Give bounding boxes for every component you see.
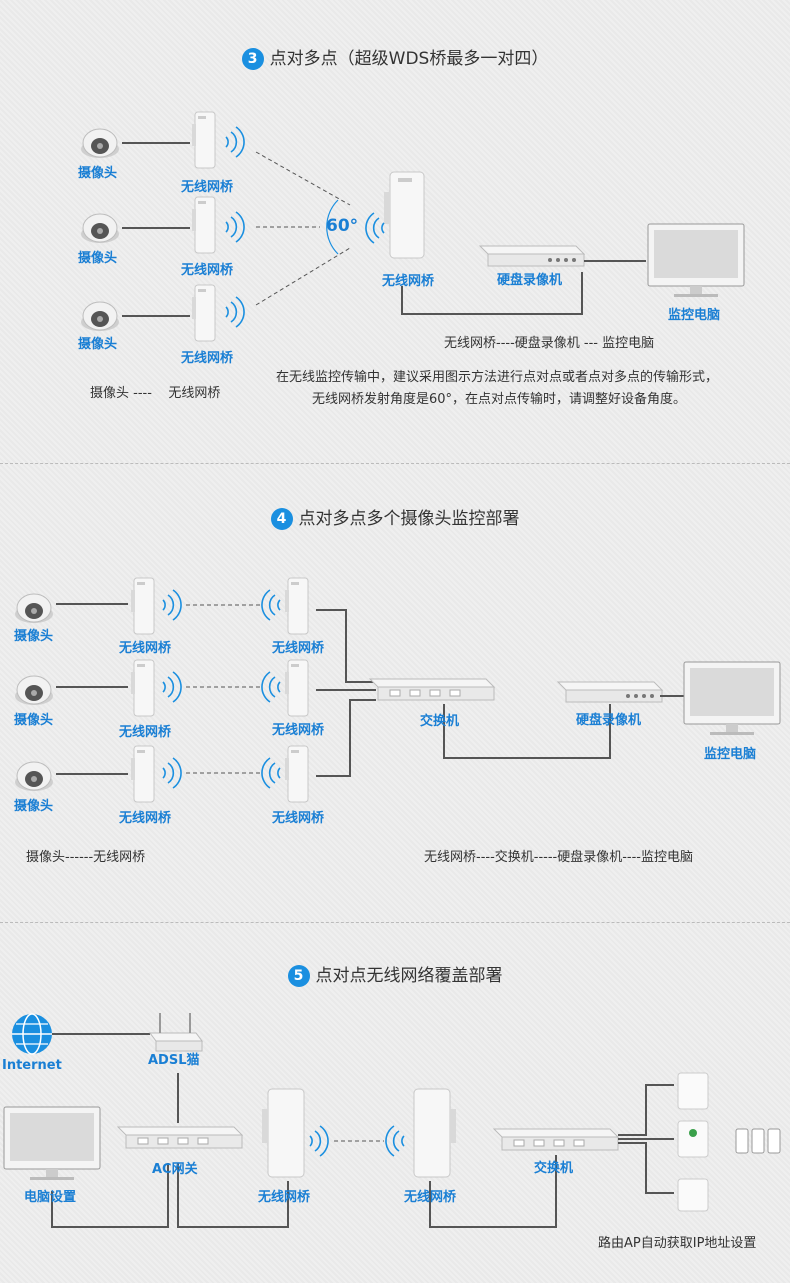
bridge-label: 无线网桥 [404,1190,457,1205]
signal-icon [162,589,182,621]
wireless-bridge-icon [191,196,216,254]
camera-icon [80,128,120,159]
note-line-2: 无线网桥发射角度是60°，在点对点传输时，请调整好设备角度。 [312,392,687,407]
camera-label: 摄像头 [78,337,118,352]
nvr-icon [479,245,585,267]
signal-icon [261,757,281,789]
signal-icon [309,1125,329,1157]
wireless-bridge-icon [284,577,309,635]
signal-icon [225,296,245,328]
signal-icon [225,126,245,158]
bridge-label: 无线网桥 [272,723,325,738]
nvr-label: 硬盘录像机 [576,713,642,728]
bridge-label: 无线网桥 [181,180,234,195]
chain-caption-left: 摄像头------无线网桥 [26,850,146,865]
internet-globe-icon [12,1013,52,1055]
wireless-bridge-icon [262,1088,305,1178]
pc-label: 电脑设置 [24,1190,77,1205]
step-number-badge: 3 [241,48,264,70]
wireless-bridge-icon [130,745,155,803]
camera-icon [80,301,120,332]
bridge-label: 无线网桥 [119,811,172,826]
step-number-badge: 4 [270,508,293,530]
camera-label: 摄像头 [14,629,54,644]
section-divider [0,922,790,923]
ap-note: 路由AP自动获取IP地址设置 [598,1236,757,1251]
gateway-label: AC网关 [152,1162,198,1177]
monitor-label: 监控电脑 [668,308,721,323]
camera-label: 摄像头 [14,713,54,728]
signal-icon [225,211,245,243]
signal-icon [365,212,385,244]
note-line-1: 在无线监控传输中，建议采用图示方法进行点对点或者点对多点的传输形式， [276,370,719,385]
center-bridge-icon [384,171,425,259]
camera-icon [14,761,54,792]
section3-diagram [80,111,745,342]
wireless-bridge-icon [130,659,155,717]
internet-label: Internet [2,1058,62,1073]
wireless-bridge-icon [284,745,309,803]
chain-caption-right: 无线网桥----交换机-----硬盘录像机----监控电脑 [424,850,693,865]
bridge-label: 无线网桥 [272,811,325,826]
camera-icon [80,213,120,244]
adsl-modem-icon [149,1013,203,1052]
nvr-label: 硬盘录像机 [497,273,563,288]
switch-label: 交换机 [420,714,460,729]
bridge-label: 无线网桥 [119,641,172,656]
bridge-label: 无线网桥 [181,263,234,278]
ac-gateway-icon [117,1126,243,1149]
bridge-label: 无线网桥 [119,725,172,740]
chain-caption-right: 无线网桥----硬盘录像机 --- 监控电脑 [444,336,655,351]
signal-icon [162,671,182,703]
signal-icon [261,589,281,621]
bridge-label: 无线网桥 [258,1190,311,1205]
wireless-bridge-icon [191,111,216,169]
camera-label: 摄像头 [78,166,118,181]
chain-caption-left: 摄像头 ---- 无线网桥 [90,386,221,401]
ap-device-icon [677,1072,709,1110]
ap-device-icon [677,1120,709,1158]
step-number-badge: 5 [287,965,310,987]
ap-device-icon [677,1178,709,1212]
switch-label: 交换机 [534,1161,574,1176]
camera-icon [14,675,54,706]
mobile-devices-icon [735,1128,781,1154]
wireless-bridge-icon [191,284,216,342]
signal-icon [261,671,281,703]
signal-icon [385,1125,405,1157]
center-bridge-label: 无线网桥 [382,274,435,289]
angle-label: 60° [326,216,359,236]
switch-icon [493,1128,619,1151]
camera-icon [14,593,54,624]
wireless-bridge-icon [130,577,155,635]
pc-monitor-icon [3,1106,101,1181]
signal-icon [162,757,182,789]
camera-label: 摄像头 [78,251,118,266]
bridge-label: 无线网桥 [272,641,325,656]
bridge-label: 无线网桥 [181,351,234,366]
switch-icon [369,678,495,701]
section-divider [0,463,790,464]
monitor-label: 监控电脑 [704,747,757,762]
wireless-bridge-icon [413,1088,456,1178]
nvr-icon [557,681,663,703]
wireless-bridge-icon [284,659,309,717]
modem-label: ADSL猫 [148,1053,200,1068]
monitor-icon [647,223,745,298]
monitor-icon [683,661,781,736]
camera-label: 摄像头 [14,799,54,814]
